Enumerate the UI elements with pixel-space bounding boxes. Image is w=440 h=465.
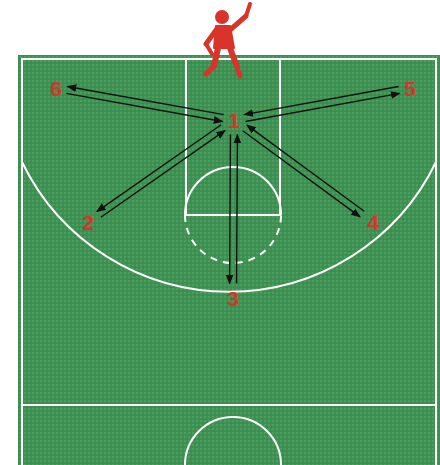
pass-arrow <box>244 87 398 115</box>
callout-number: 4 <box>367 211 379 234</box>
pass-arrow <box>66 93 222 121</box>
pass-arrow <box>243 131 360 217</box>
callout-number: 5 <box>404 77 416 100</box>
pass-arrow <box>97 125 221 212</box>
callout-number: 3 <box>227 287 239 310</box>
position-number: 1 <box>226 109 242 132</box>
callout-number: 1 <box>228 109 240 132</box>
pass-arrow <box>67 87 223 115</box>
position-number: 3 <box>225 287 241 310</box>
position-number: 6 <box>48 77 64 100</box>
pass-arrow <box>229 134 231 283</box>
callout-number: 6 <box>50 77 62 100</box>
callout-number: 2 <box>82 211 94 234</box>
position-number: 5 <box>402 77 418 100</box>
pass-arrow <box>101 130 225 217</box>
position-number: 4 <box>365 211 381 234</box>
position-number: 2 <box>80 211 96 234</box>
pass-arrow <box>247 125 364 211</box>
pass-arrow <box>236 135 238 284</box>
pass-arrow <box>245 93 399 121</box>
